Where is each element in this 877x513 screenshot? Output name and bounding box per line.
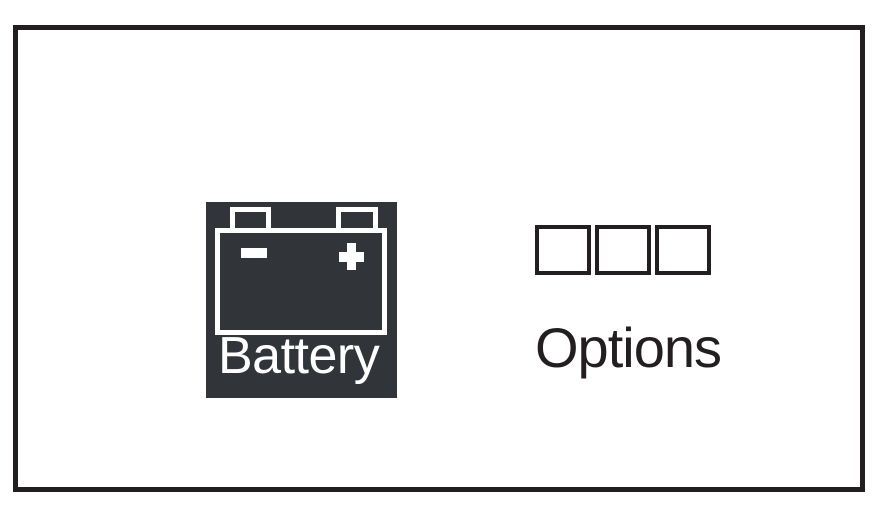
options-squares-row: [535, 225, 711, 275]
battery-icon-tile[interactable]: Battery: [206, 202, 397, 398]
battery-caption-label: Battery: [218, 327, 380, 385]
plus-vertical-bar: [347, 243, 356, 270]
option-square-2[interactable]: [595, 225, 651, 275]
option-square-3[interactable]: [655, 225, 711, 275]
battery-positive-terminal-icon: [336, 207, 378, 228]
options-label: Options: [535, 316, 722, 379]
battery-negative-terminal-icon: [230, 207, 271, 228]
option-square-1[interactable]: [535, 225, 591, 275]
minus-symbol-icon: [241, 248, 267, 258]
battery-body-outline-icon: [215, 228, 387, 335]
content-frame-border: Battery Options: [13, 25, 865, 492]
plus-symbol-icon: [339, 243, 364, 270]
